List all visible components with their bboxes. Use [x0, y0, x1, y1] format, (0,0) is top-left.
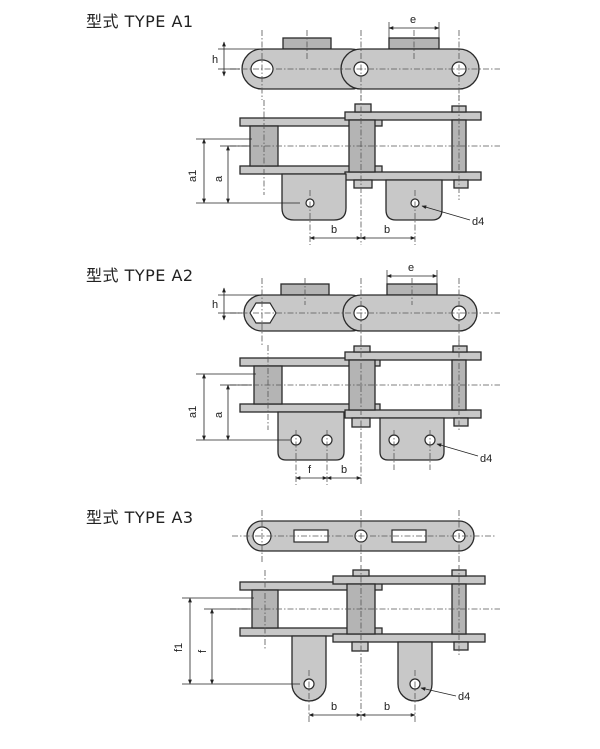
- type-a1-top-view: a1 a b b d4: [187, 95, 500, 245]
- type-a3-side-view: [232, 510, 495, 562]
- pin-head: [354, 103, 372, 113]
- outer-plate-top: [239, 117, 383, 127]
- type-a2-side-view: h e: [212, 262, 500, 345]
- dim-d4-label: d4: [472, 216, 484, 228]
- outer-plate-top: [239, 357, 381, 367]
- dim-h-label: h: [212, 54, 218, 66]
- inner-plate-top: [332, 575, 486, 585]
- dim-h-label: h: [212, 299, 218, 311]
- type-a3-title: 型式 TYPE A3: [86, 508, 194, 527]
- nut: [351, 641, 369, 652]
- inner-link-plate: [342, 294, 478, 332]
- pin-head: [452, 345, 468, 353]
- outer-plate-top: [239, 581, 383, 591]
- attachment-tab: [281, 173, 347, 221]
- type-a2-title: 型式 TYPE A2: [86, 266, 194, 285]
- dim-f1-label: f1: [173, 643, 185, 652]
- dim-e-label: e: [408, 262, 414, 274]
- dim-b1-label: b: [331, 701, 337, 713]
- type-a1-title: 型式 TYPE A1: [86, 12, 194, 31]
- dim-a-label: a: [213, 175, 225, 182]
- nut: [453, 641, 469, 651]
- dim-a-label: a: [213, 411, 225, 418]
- dim-e-label: e: [410, 14, 416, 26]
- inner-plate-bottom: [344, 409, 482, 419]
- dim-b1-label: b: [331, 224, 337, 236]
- inner-plate-bottom: [344, 171, 482, 181]
- dim-b2-label: b: [384, 224, 390, 236]
- dim-d4-label: d4: [480, 453, 492, 465]
- type-a1-side-view: h e: [212, 14, 500, 100]
- dim-b-label: b: [341, 464, 347, 476]
- dim-a1-label: a1: [187, 406, 199, 418]
- inner-plate-top: [344, 351, 482, 361]
- dim-d4-label: d4: [458, 691, 470, 703]
- nut: [453, 417, 469, 427]
- inner-plate-bottom: [332, 633, 486, 643]
- type-a2-top-view: a1 a f b d4: [187, 340, 500, 485]
- dim-f-label: f: [308, 464, 312, 476]
- inner-plate-top: [344, 111, 482, 121]
- attachment-tab: [379, 417, 445, 461]
- dim-f-label: f: [197, 649, 209, 653]
- type-a3-top-view: f1 f b b d4: [173, 565, 500, 722]
- attachment-tab: [277, 411, 345, 461]
- dim-a1-label: a1: [187, 170, 199, 182]
- nut: [453, 179, 469, 189]
- nut: [353, 179, 373, 189]
- attachment-tab: [291, 635, 327, 702]
- slot: [293, 529, 329, 543]
- dim-b2-label: b: [384, 701, 390, 713]
- pin-head: [353, 345, 371, 353]
